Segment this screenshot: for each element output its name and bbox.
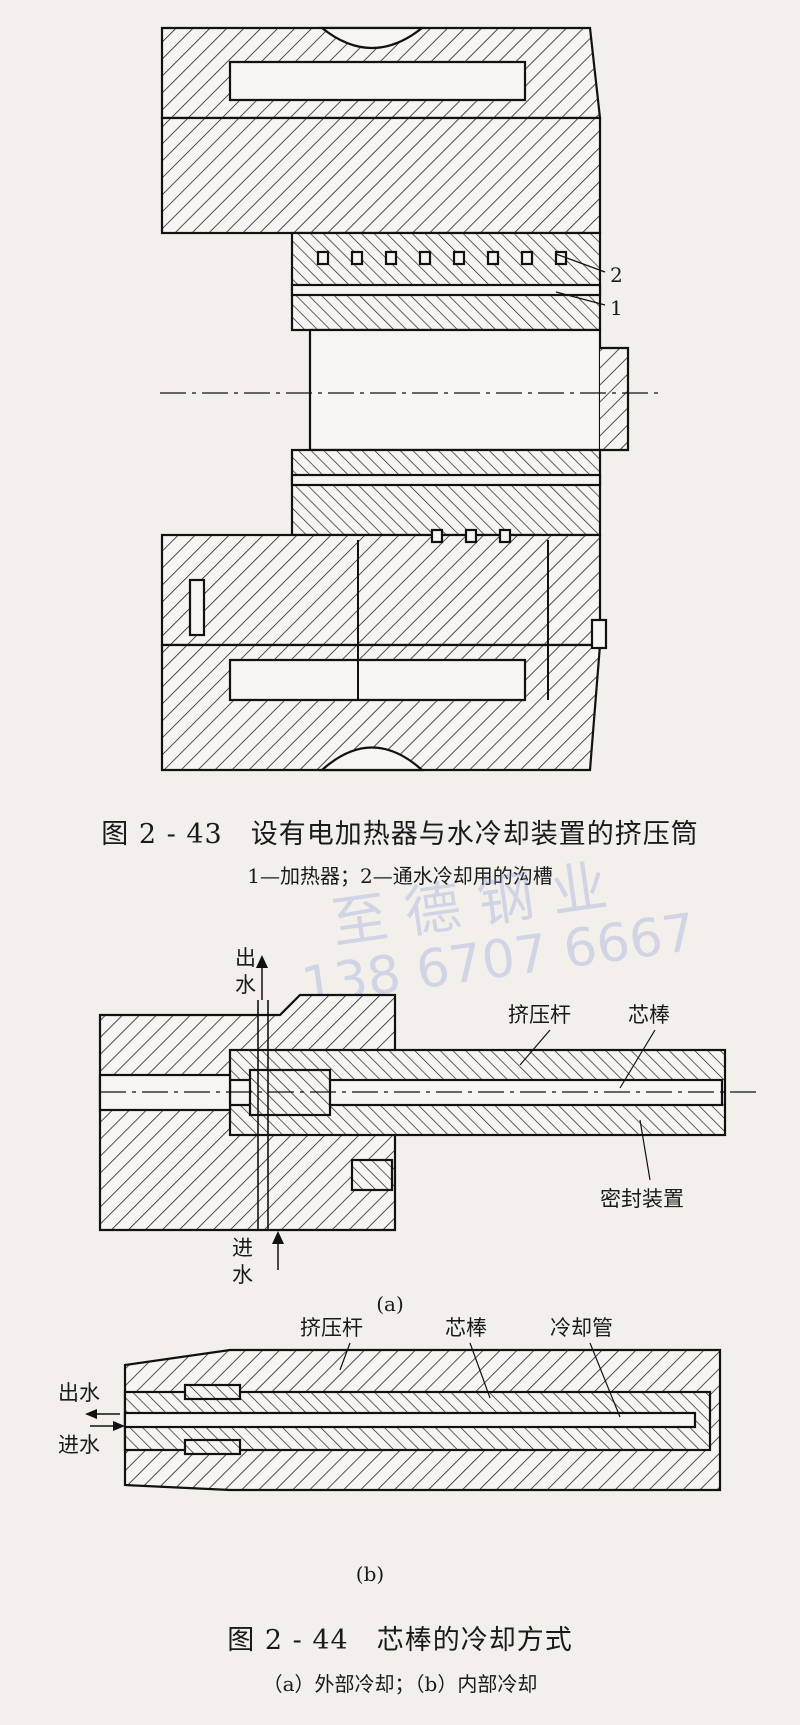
coupling-b-bot (183, 1438, 242, 1456)
ram-a (228, 1048, 727, 1137)
coupling-a (248, 1068, 332, 1117)
mandrel-label-a: 芯棒 (628, 1003, 670, 1027)
right-pin (590, 618, 608, 650)
ram-label-b: 挤压杆 (300, 1316, 363, 1340)
fig44-legend: （a）外部冷却；（b）内部冷却 (262, 1672, 538, 1696)
water-out-a-1: 出 (235, 946, 256, 970)
figure-2-43-container-drawing: 2 1 (160, 26, 660, 772)
leader-tube-b (589, 1342, 621, 1418)
mandrel-label-b: 芯棒 (445, 1316, 487, 1340)
fig43-title: 图 2 - 43 设有电加热器与水冷却装置的挤压筒 (101, 819, 699, 850)
ram-b (123, 1348, 722, 1492)
ram-label-a: 挤压杆 (508, 1003, 571, 1027)
seal-a (350, 1158, 394, 1192)
container-block-a (98, 993, 397, 1232)
mandrel-a (228, 1078, 724, 1107)
cooling-grooves-lower (430, 528, 512, 544)
coupling-b-top (183, 1383, 242, 1401)
cooling-tube-b (123, 1411, 697, 1429)
bore (308, 328, 602, 452)
leader-1 (555, 291, 606, 306)
label-1: 1 (610, 296, 623, 320)
container-upper (160, 116, 602, 235)
container-lower (160, 533, 602, 647)
bottom-frame-inner (228, 658, 527, 702)
leader-mandrel-b (469, 1342, 491, 1399)
fig43-legend: 1—加热器；2—通水冷却用的沟槽 (247, 864, 553, 888)
leader-ram-b (339, 1342, 351, 1371)
leader-mandrel-a (619, 1029, 656, 1089)
seal-label-a: 密封装置 (600, 1187, 684, 1211)
cooling-grooves-upper (316, 250, 568, 266)
water-in-a-2: 水 (232, 1263, 253, 1287)
liner-upper (290, 231, 602, 332)
label-2: 2 (610, 263, 623, 287)
mandrel-b (123, 1390, 712, 1452)
leader-2 (555, 253, 606, 273)
tube-label-b: 冷却管 (550, 1316, 613, 1340)
left-pin (188, 578, 206, 637)
leader-ram-a (519, 1029, 551, 1066)
top-frame-inner (228, 60, 527, 102)
water-out-label-b: 出水 (58, 1381, 100, 1405)
fig44b-sublabel: (b) (355, 1562, 385, 1586)
fig44-title: 图 2 - 44 芯棒的冷却方式 (227, 1625, 573, 1656)
water-in-label-b: 进水 (58, 1433, 100, 1457)
heater-lower (290, 473, 602, 487)
fig44a-sublabel: (a) (376, 1292, 404, 1316)
water-in-a-1: 进 (232, 1236, 253, 1260)
liner-lower (290, 448, 602, 537)
bottom-frame-bore (319, 746, 425, 772)
die-lip (600, 346, 630, 452)
billet-a (98, 1073, 232, 1112)
leader-seal-a (639, 1119, 651, 1181)
top-frame-bore (318, 26, 426, 49)
water-out-a-2: 水 (235, 973, 256, 997)
heater-upper (290, 283, 602, 297)
